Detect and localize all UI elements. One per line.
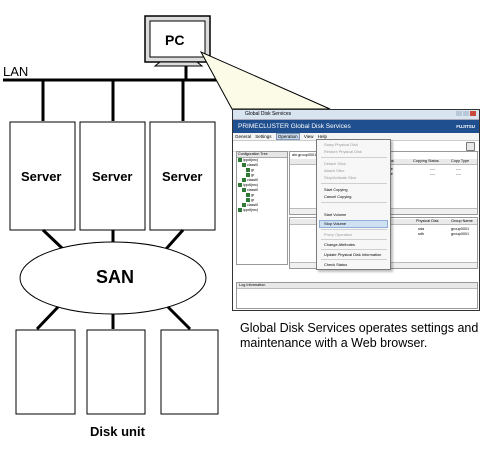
tree-node[interactable]: gr bbox=[237, 193, 287, 198]
disk-box-3 bbox=[160, 329, 219, 415]
app-banner: PRIMECLUSTER Global Disk Services FUJITS… bbox=[233, 120, 479, 133]
server-san-link-3 bbox=[164, 228, 185, 251]
server-san-link-1 bbox=[41, 228, 65, 251]
menu-separator bbox=[321, 229, 387, 230]
toolbar-button[interactable] bbox=[466, 142, 475, 151]
disk-unit-label: Disk unit bbox=[90, 424, 145, 439]
lan-label: LAN bbox=[3, 64, 29, 79]
menu-highlight bbox=[319, 220, 388, 228]
column-header[interactable]: Copying Status bbox=[413, 159, 439, 163]
pc-monitor-screen bbox=[149, 20, 206, 58]
column-header[interactable]: Physical Disk bbox=[416, 219, 439, 223]
brand-logo: FUJITSU bbox=[456, 124, 475, 129]
menu-item-restore-physical-disk[interactable]: Restore Physical Disk bbox=[324, 149, 362, 154]
menu-separator bbox=[321, 239, 387, 240]
tree-node[interactable]: gr bbox=[237, 198, 287, 203]
node-icon bbox=[238, 183, 242, 187]
menu-item-update-physical-disk-information[interactable]: Update Physical Disk Information bbox=[324, 252, 382, 257]
path-text: aln.group0001.volume0001 bbox=[292, 153, 338, 157]
menu-view[interactable]: View bbox=[303, 134, 314, 139]
gds-window: Global Disk Services PRIMECLUSTER Global… bbox=[232, 109, 480, 311]
san-disk-link-1 bbox=[35, 305, 60, 331]
san-disk-link-3 bbox=[166, 305, 192, 331]
menu-item-swap-physical-disk[interactable]: Swap Physical Disk bbox=[324, 142, 358, 147]
server-label-3: Server bbox=[162, 169, 203, 184]
tree-header: Configuration Tree bbox=[237, 152, 287, 158]
banner-title: PRIMECLUSTER Global Disk Services bbox=[238, 123, 351, 130]
tree-node[interactable]: classt0 bbox=[237, 163, 287, 168]
tree-node[interactable]: classt0 bbox=[237, 188, 287, 193]
node-icon bbox=[242, 203, 246, 207]
menu-separator bbox=[321, 183, 387, 184]
tree-node[interactable]: gr bbox=[237, 168, 287, 173]
pc-stand bbox=[153, 61, 204, 67]
node-icon bbox=[238, 208, 242, 212]
node-icon bbox=[246, 173, 250, 177]
menu-help[interactable]: Help bbox=[317, 134, 328, 139]
server-box-1 bbox=[9, 121, 76, 231]
operation-menu: Swap Physical Disk Restore Physical Disk… bbox=[316, 139, 391, 270]
node-icon bbox=[242, 163, 246, 167]
log-information-pane: Log Information bbox=[236, 282, 478, 309]
menu-separator bbox=[321, 249, 387, 250]
column-header[interactable]: Copy Type bbox=[451, 159, 470, 163]
menu-operation[interactable]: Operation bbox=[275, 133, 300, 140]
menu-item-attach-slice[interactable]: Attach Slice bbox=[324, 168, 345, 173]
caption-text: Global Disk Services operates settings a… bbox=[240, 321, 479, 350]
callout-shape bbox=[199, 50, 331, 110]
cell-type: ---- bbox=[456, 172, 462, 176]
cell-copying: ---- bbox=[430, 167, 436, 171]
menu-general[interactable]: General bbox=[235, 134, 252, 139]
node-icon bbox=[242, 178, 246, 182]
menu-separator bbox=[321, 202, 387, 203]
menu-item-start-volume[interactable]: Start Volume bbox=[324, 212, 347, 217]
cell-group: group0001 bbox=[451, 227, 470, 231]
cell-copying: ---- bbox=[430, 172, 436, 176]
menu-item-stop-volume[interactable]: Stop Volume bbox=[324, 221, 347, 226]
close-button[interactable] bbox=[470, 111, 476, 116]
server-label-2: Server bbox=[92, 169, 133, 184]
server-box-3 bbox=[149, 121, 216, 231]
server-label-1: Server bbox=[21, 169, 62, 184]
tree-node[interactable]: gr bbox=[237, 173, 287, 178]
maximize-button[interactable] bbox=[463, 111, 469, 116]
column-header[interactable]: Group Name bbox=[451, 219, 473, 223]
menu-separator bbox=[321, 259, 387, 260]
san-label: SAN bbox=[96, 267, 135, 287]
menu-item-detach-slice[interactable]: Detach Slice bbox=[324, 161, 346, 166]
menu-item-proxy-operation[interactable]: Proxy Operation bbox=[324, 232, 353, 237]
configuration-tree: Configuration Tree lppdt(nrc) classt0 gr… bbox=[236, 151, 288, 265]
tree-node[interactable]: lppdt(nrc) bbox=[237, 158, 287, 163]
tree-node[interactable]: classt0 bbox=[237, 203, 287, 208]
log-header: Log Information bbox=[237, 283, 477, 289]
cell-disk[interactable]: sdh bbox=[418, 232, 425, 236]
pc-label: PC bbox=[165, 32, 185, 48]
menu-item-change-attributes[interactable]: Change Attributes bbox=[324, 242, 355, 247]
menu-item-stop-activate-slice[interactable]: Stop/Activate Slice bbox=[324, 175, 357, 180]
node-icon bbox=[238, 158, 242, 162]
menu-item-check-status[interactable]: Check Status bbox=[324, 262, 348, 267]
menu-settings[interactable]: Settings bbox=[255, 134, 272, 139]
disk-box-1 bbox=[15, 329, 76, 415]
cell-type: ---- bbox=[456, 167, 462, 171]
menu-separator bbox=[321, 157, 387, 158]
disk-box-2 bbox=[86, 329, 146, 415]
node-icon bbox=[242, 188, 246, 192]
minimize-button[interactable] bbox=[456, 111, 462, 116]
node-icon bbox=[246, 198, 250, 202]
tree-node[interactable]: lppdt(nrc) bbox=[237, 208, 287, 213]
window-title: Global Disk Services bbox=[245, 111, 292, 117]
node-icon bbox=[246, 193, 250, 197]
node-icon bbox=[246, 168, 250, 172]
cell-group: group0001 bbox=[451, 232, 470, 236]
window-titlebar: Global Disk Services bbox=[233, 110, 479, 120]
window-controls bbox=[455, 111, 477, 117]
tree-node[interactable]: classt0 bbox=[237, 178, 287, 183]
cell-disk[interactable]: sda bbox=[418, 227, 425, 231]
tree-node[interactable]: lppdt(nrc) bbox=[237, 183, 287, 188]
menu-item-start-copying[interactable]: Start Copying bbox=[324, 187, 348, 192]
menu-item-cancel-copying[interactable]: Cancel Copying bbox=[324, 194, 352, 199]
